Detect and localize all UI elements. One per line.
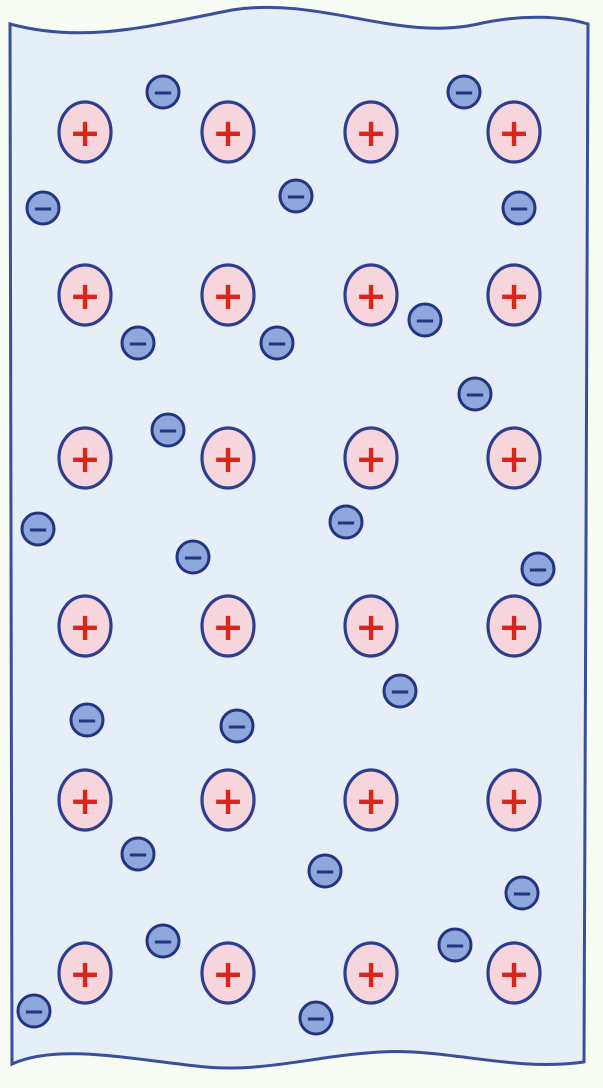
free-electron-sign: − bbox=[127, 840, 149, 870]
free-electron-sign: − bbox=[508, 194, 530, 224]
free-electron: − bbox=[147, 76, 179, 108]
positive-ion-sign: + bbox=[355, 605, 387, 649]
free-electron-sign: − bbox=[511, 879, 533, 909]
positive-ion-sign: + bbox=[212, 111, 244, 155]
positive-ion-sign: + bbox=[355, 111, 387, 155]
free-electron: − bbox=[147, 925, 179, 957]
free-electron: − bbox=[384, 675, 416, 707]
free-electron-sign: − bbox=[226, 712, 248, 742]
positive-ion-sign: + bbox=[355, 952, 387, 996]
free-electron-sign: − bbox=[157, 416, 179, 446]
positive-ion-sign: + bbox=[355, 779, 387, 823]
positive-ion: + bbox=[345, 265, 397, 325]
free-electron: − bbox=[522, 553, 554, 585]
free-electron: − bbox=[122, 838, 154, 870]
positive-ion-sign: + bbox=[69, 605, 101, 649]
free-electron-sign: − bbox=[127, 329, 149, 359]
positive-ion: + bbox=[488, 102, 540, 162]
free-electron: − bbox=[71, 704, 103, 736]
positive-ion: + bbox=[202, 770, 254, 830]
free-electron: − bbox=[122, 327, 154, 359]
free-electron: − bbox=[330, 506, 362, 538]
positive-ion: + bbox=[59, 596, 111, 656]
positive-ion-sign: + bbox=[498, 111, 530, 155]
free-electron-sign: − bbox=[305, 1004, 327, 1034]
free-electron-sign: − bbox=[76, 706, 98, 736]
free-electron-sign: − bbox=[152, 78, 174, 108]
free-electron-sign: − bbox=[23, 997, 45, 1027]
free-electron-sign: − bbox=[285, 182, 307, 212]
positive-ion-sign: + bbox=[498, 437, 530, 481]
free-electron: − bbox=[448, 76, 480, 108]
positive-ion-sign: + bbox=[212, 437, 244, 481]
positive-ion: + bbox=[59, 770, 111, 830]
free-electron-sign: − bbox=[182, 543, 204, 573]
positive-ion: + bbox=[202, 265, 254, 325]
free-electron: − bbox=[152, 414, 184, 446]
free-electron-sign: − bbox=[335, 508, 357, 538]
positive-ion-sign: + bbox=[69, 111, 101, 155]
free-electron: − bbox=[300, 1002, 332, 1034]
positive-ion: + bbox=[345, 102, 397, 162]
positive-ion: + bbox=[488, 770, 540, 830]
positive-ion: + bbox=[345, 943, 397, 1003]
free-electron-sign: − bbox=[314, 857, 336, 887]
positive-ion-sign: + bbox=[69, 779, 101, 823]
free-electron: − bbox=[280, 180, 312, 212]
positive-ion-sign: + bbox=[212, 605, 244, 649]
positive-ion: + bbox=[59, 428, 111, 488]
free-electron: − bbox=[18, 995, 50, 1027]
positive-ion: + bbox=[345, 596, 397, 656]
positive-ion: + bbox=[488, 943, 540, 1003]
free-electron-sign: − bbox=[414, 306, 436, 336]
positive-ion-sign: + bbox=[69, 437, 101, 481]
positive-ion-sign: + bbox=[355, 274, 387, 318]
positive-ion: + bbox=[59, 265, 111, 325]
positive-ion: + bbox=[202, 596, 254, 656]
free-electron-sign: − bbox=[444, 931, 466, 961]
positive-ion: + bbox=[488, 596, 540, 656]
free-electron-sign: − bbox=[152, 927, 174, 957]
free-electron: − bbox=[309, 855, 341, 887]
free-electron: − bbox=[439, 929, 471, 961]
positive-ion-sign: + bbox=[69, 952, 101, 996]
positive-ion: + bbox=[488, 428, 540, 488]
free-electron-sign: − bbox=[389, 677, 411, 707]
free-electron-sign: − bbox=[464, 380, 486, 410]
positive-ion: + bbox=[202, 943, 254, 1003]
free-electron-sign: − bbox=[27, 515, 49, 545]
positive-ion-sign: + bbox=[498, 605, 530, 649]
free-electron-sign: − bbox=[453, 78, 475, 108]
free-electron-sign: − bbox=[527, 555, 549, 585]
positive-ion-sign: + bbox=[498, 779, 530, 823]
positive-ion-sign: + bbox=[212, 274, 244, 318]
conductor-outline bbox=[10, 7, 588, 1068]
positive-ion-sign: + bbox=[212, 952, 244, 996]
positive-ion-sign: + bbox=[69, 274, 101, 318]
free-electron: − bbox=[261, 327, 293, 359]
positive-ion-sign: + bbox=[498, 952, 530, 996]
free-electron: − bbox=[177, 541, 209, 573]
free-electron: − bbox=[506, 877, 538, 909]
positive-ion-sign: + bbox=[212, 779, 244, 823]
positive-ion: + bbox=[59, 943, 111, 1003]
free-electron-sign: − bbox=[32, 194, 54, 224]
positive-ion: + bbox=[202, 428, 254, 488]
free-electron: − bbox=[221, 710, 253, 742]
positive-ion: + bbox=[345, 428, 397, 488]
free-electron-sign: − bbox=[266, 329, 288, 359]
free-electron: − bbox=[503, 192, 535, 224]
positive-ion: + bbox=[59, 102, 111, 162]
free-electron: − bbox=[459, 378, 491, 410]
positive-ion: + bbox=[488, 265, 540, 325]
positive-ion: + bbox=[345, 770, 397, 830]
free-electron: − bbox=[22, 513, 54, 545]
positive-ion-sign: + bbox=[498, 274, 530, 318]
free-electron: − bbox=[409, 304, 441, 336]
positive-ion-sign: + bbox=[355, 437, 387, 481]
free-electron: − bbox=[27, 192, 59, 224]
positive-ion: + bbox=[202, 102, 254, 162]
